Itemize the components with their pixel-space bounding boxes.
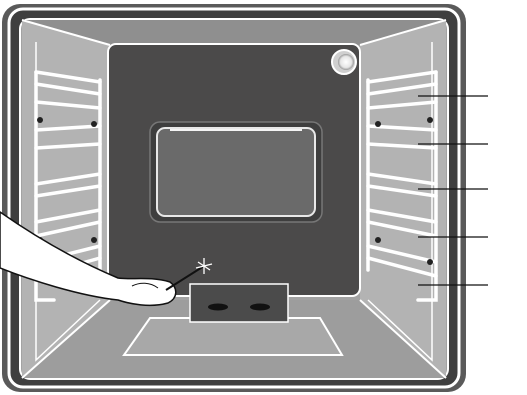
fan-cover-window: [150, 122, 322, 222]
oven-light: [332, 50, 356, 74]
element-bracket: [190, 284, 288, 322]
bottom-heating-element-cover: [124, 318, 342, 355]
